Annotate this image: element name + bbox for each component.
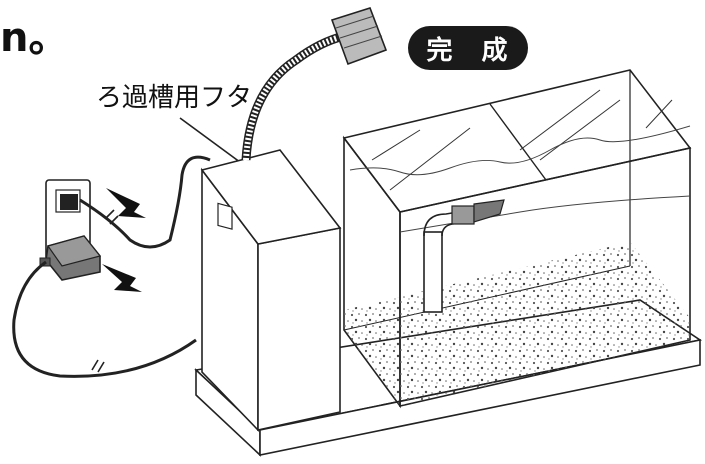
completion-badge: 完 成 [408, 26, 528, 70]
lamp-cable [79, 155, 211, 249]
light-head [330, 7, 388, 66]
cable-break-mark [91, 359, 105, 373]
aquarium-tank [342, 69, 692, 409]
filter-tank [200, 149, 342, 432]
filter-lid [200, 149, 342, 245]
led-light [241, 7, 388, 161]
arrow-outlet [106, 188, 146, 218]
arrow-adapter [102, 264, 142, 292]
cropped-heading-fragment: n。 [0, 15, 69, 61]
gravel-bed [344, 242, 690, 380]
power-adapter [39, 235, 102, 281]
filter-handle [217, 202, 233, 230]
intake-pipe [423, 199, 505, 313]
pump-cable [12, 260, 197, 378]
cable-break-mark-2 [105, 209, 119, 225]
filter-lid-label: ろ過槽用フタ [96, 83, 253, 113]
callout-leader-line [179, 117, 249, 169]
